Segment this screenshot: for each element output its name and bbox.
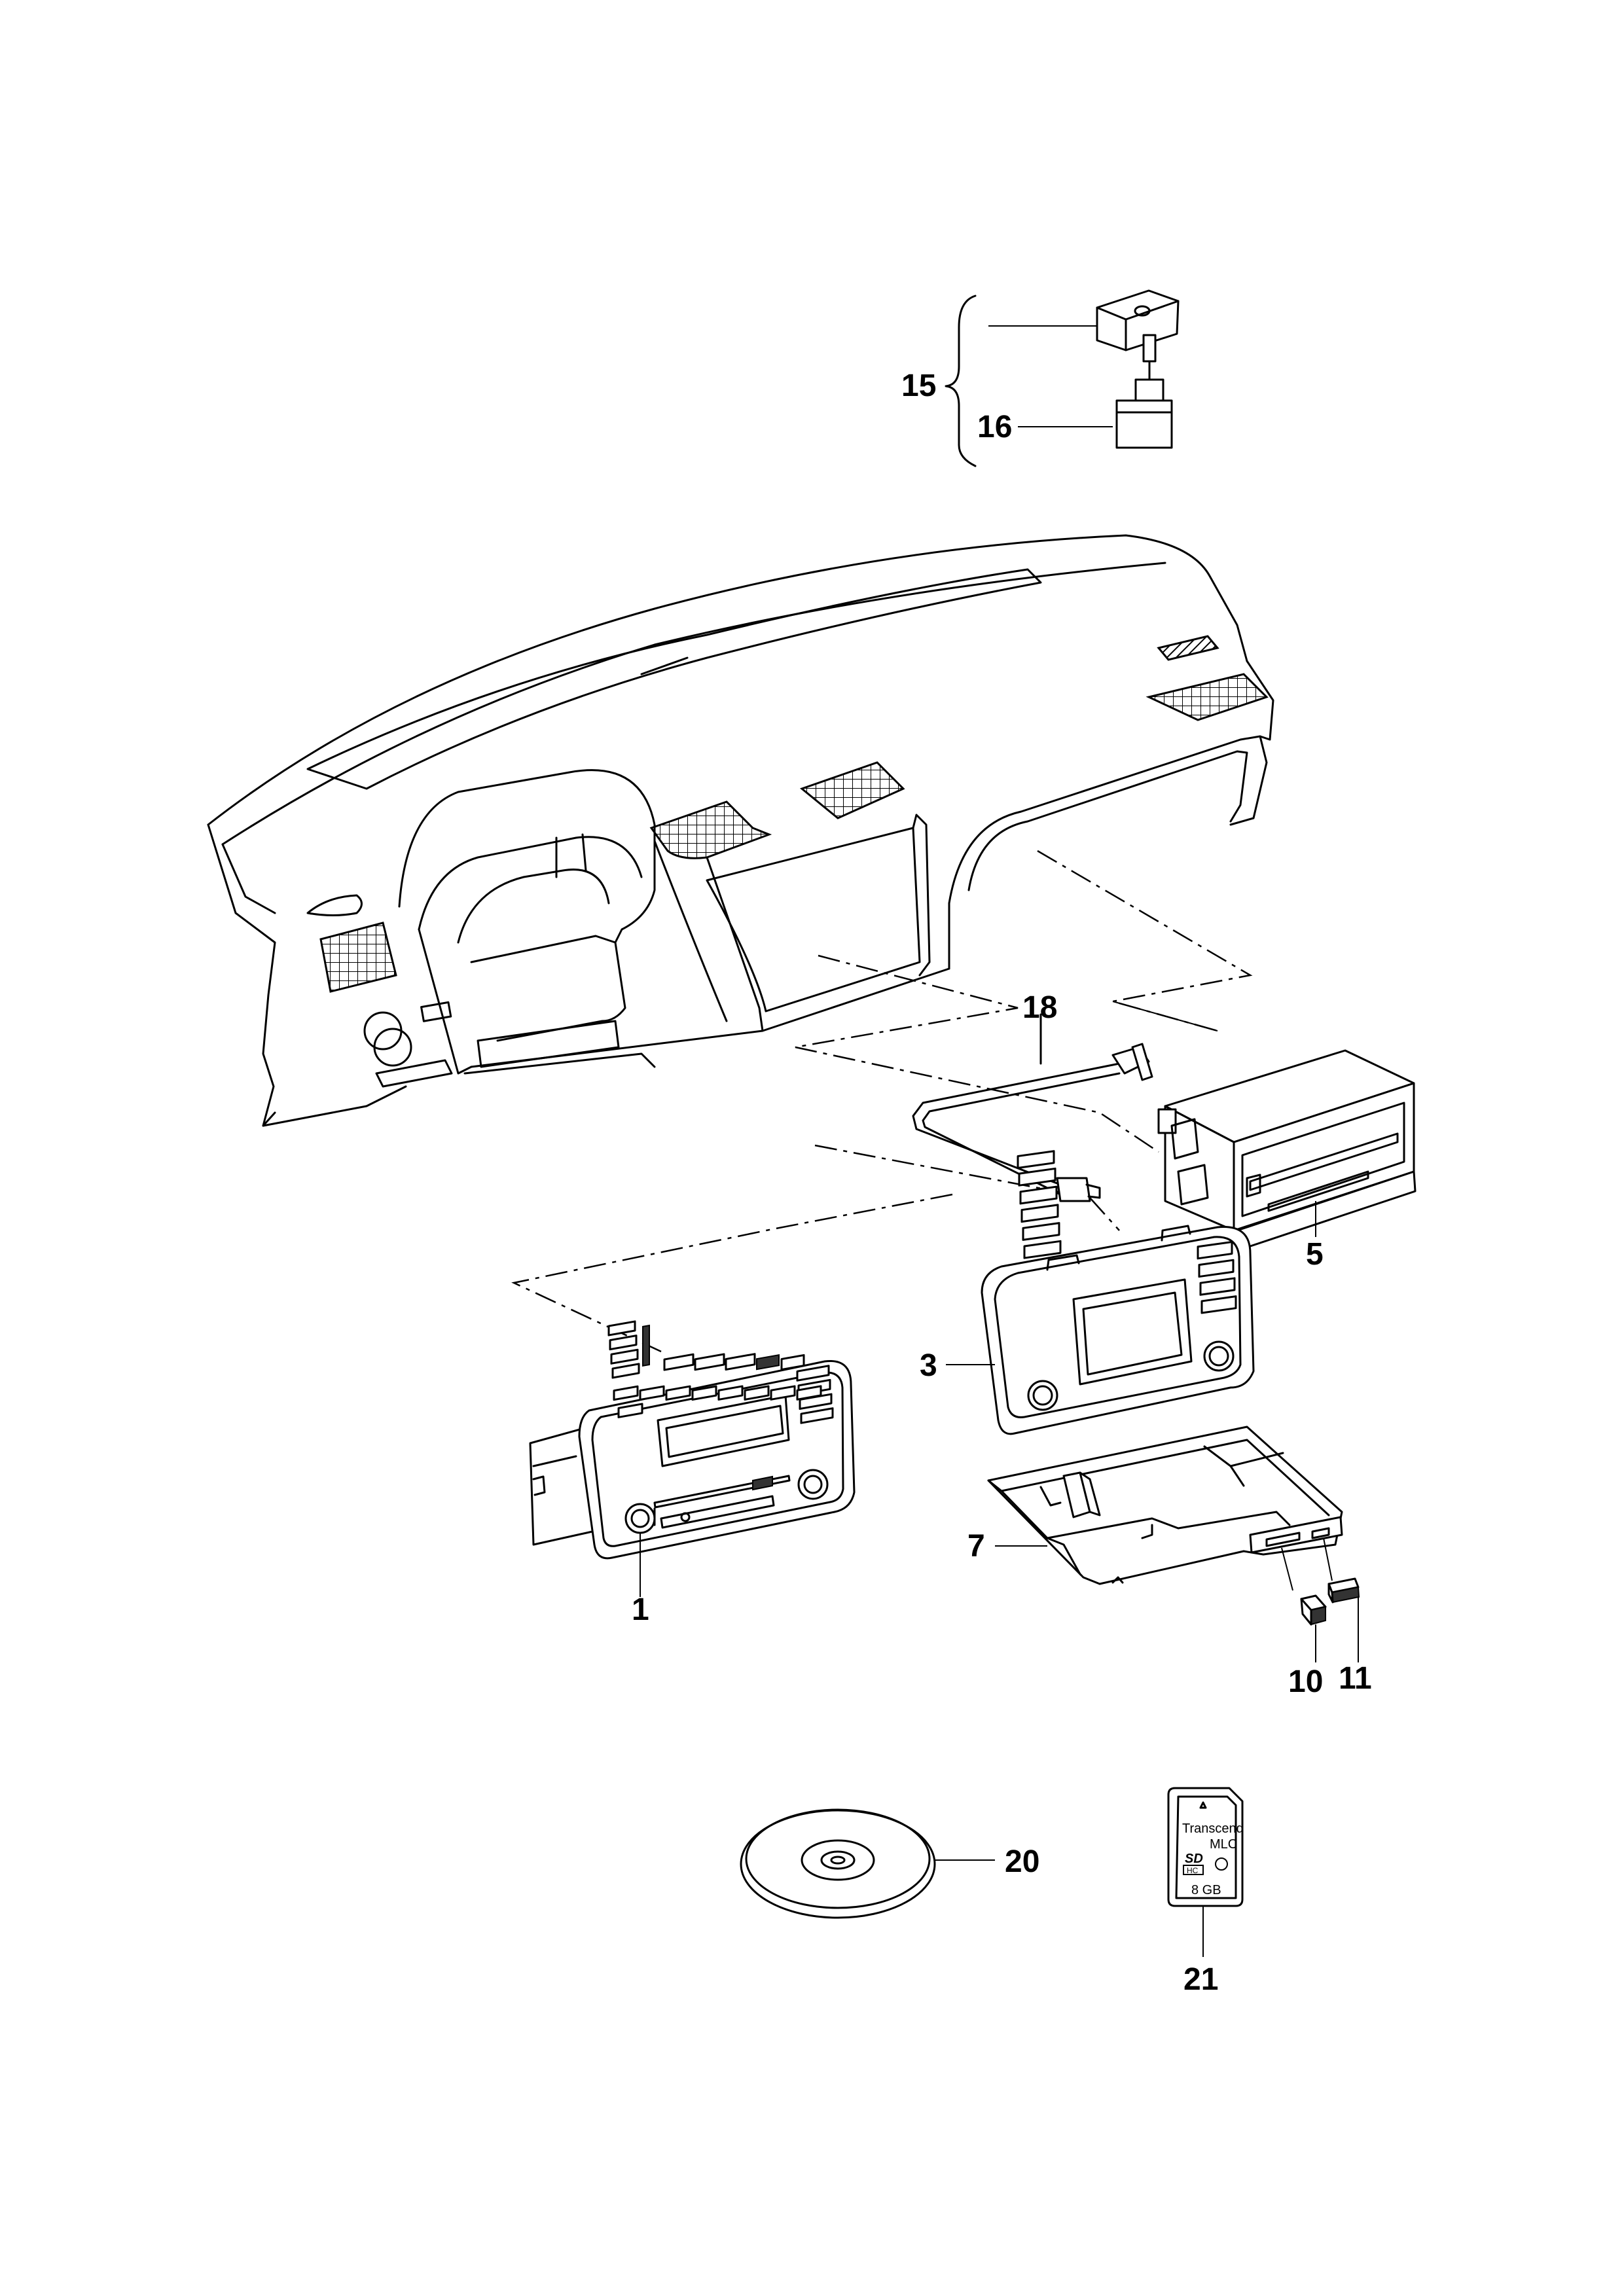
part-21-sd-card: Transcend MLC SD HC 8 GB (1167, 1787, 1244, 1957)
callout-20: 20 (1005, 1844, 1039, 1879)
part-1-radio-unit (529, 1320, 856, 1597)
sd-card-class: HC (1187, 1866, 1199, 1875)
callout-11: 11 (1339, 1661, 1372, 1696)
callout-15: 15 (901, 368, 936, 403)
sd-card-logo: SD (1185, 1852, 1203, 1866)
callout-10: 10 (1288, 1664, 1323, 1699)
sd-card-capacity: 8 GB (1191, 1883, 1221, 1897)
radio-preset-buttons (613, 1353, 822, 1418)
display-left-buttons (1017, 1150, 1062, 1259)
part-7-storage-tray (987, 1426, 1343, 1585)
callout-labels: 1 3 5 7 10 11 15 16 18 20 21 (632, 368, 1372, 1997)
part-18-cable (912, 1013, 1153, 1202)
sd-card-brand: Transcend (1182, 1821, 1244, 1836)
dashboard-outline (207, 534, 1274, 1127)
callout-3: 3 (920, 1348, 937, 1383)
part-10-11-sockets (1281, 1537, 1360, 1662)
part-15-16-connector (945, 289, 1180, 467)
radio-right-buttons (796, 1365, 834, 1424)
callout-18: 18 (1022, 990, 1057, 1025)
callout-21: 21 (1183, 1962, 1218, 1997)
display-right-buttons (1197, 1240, 1237, 1314)
radio-left-buttons (607, 1320, 650, 1379)
callout-1: 1 (632, 1592, 649, 1627)
callout-16: 16 (977, 410, 1012, 444)
callout-7: 7 (967, 1529, 985, 1564)
part-5-drive-unit (1112, 1001, 1416, 1257)
sd-card-type: MLC (1210, 1837, 1237, 1852)
callout-5: 5 (1306, 1237, 1324, 1272)
assembly-lines (511, 850, 1253, 1353)
part-20-cd-disc (740, 1808, 995, 1919)
part-3-display-unit (946, 1150, 1255, 1435)
